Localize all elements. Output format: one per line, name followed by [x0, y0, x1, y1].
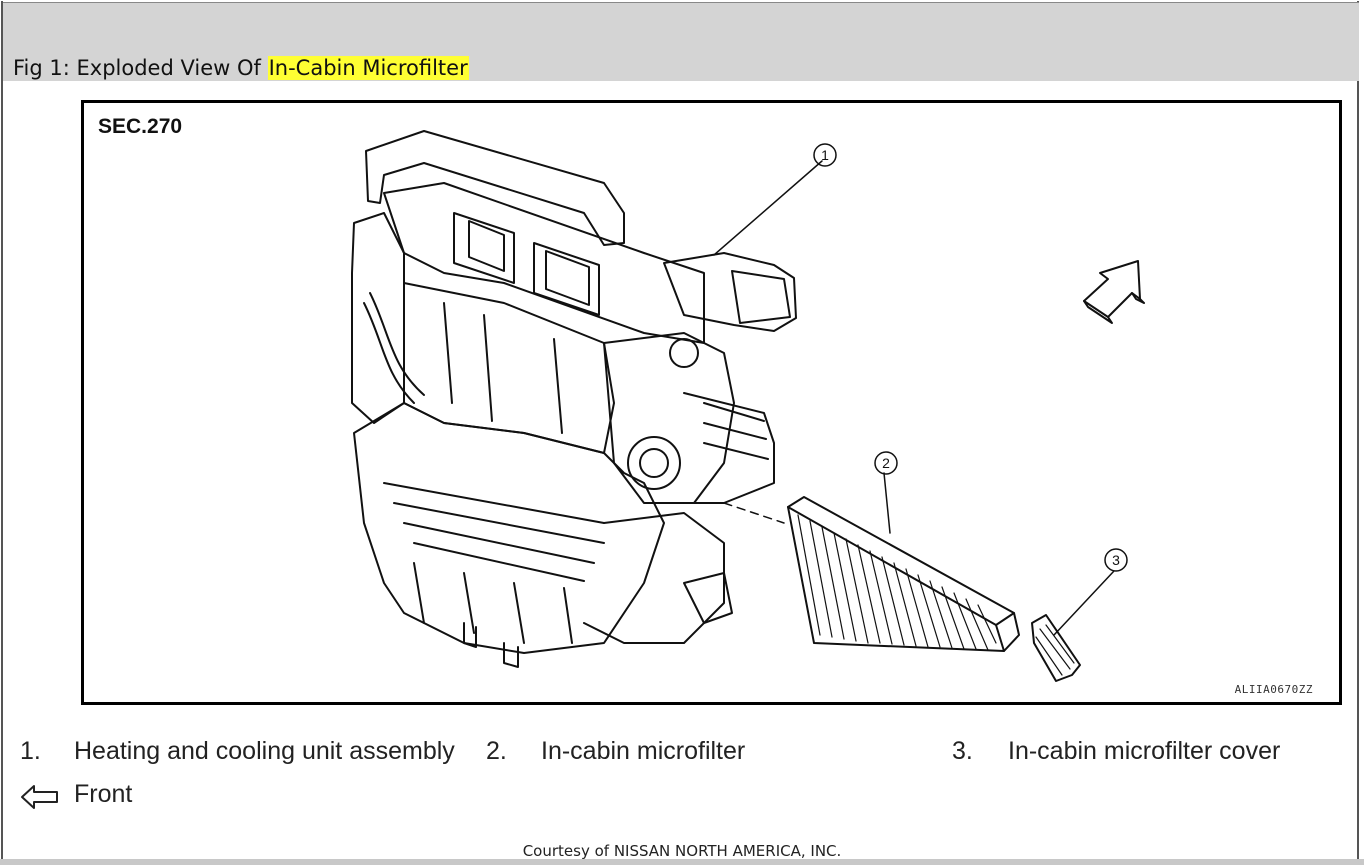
callout-1-number: 1 — [821, 147, 829, 163]
callout-3-circle — [1104, 548, 1128, 572]
microfilter-cover-illustration — [1031, 614, 1081, 682]
legend-label-2: In-cabin microfilter — [541, 737, 746, 765]
image-credit: Courtesy of NISSAN NORTH AMERICA, INC. — [522, 842, 842, 860]
heating-cooling-unit-illustration — [351, 130, 797, 668]
figure-title-highlight: In-Cabin Microfilter — [267, 56, 469, 80]
callout-1-leader — [713, 160, 823, 256]
front-direction-arrow-icon — [1083, 260, 1145, 324]
diagram-artwork: 1 2 3 — [351, 130, 1145, 682]
figure-header: Fig 1: Exploded View Of In-Cabin Microfi… — [3, 2, 1359, 81]
figure-title: Fig 1: Exploded View Of In-Cabin Microfi… — [13, 53, 469, 83]
bottom-rule — [0, 859, 1364, 865]
callout-1-circle — [813, 143, 837, 167]
callout-2-leader — [883, 472, 891, 534]
exploded-view-diagram: SEC.270 — [81, 100, 1342, 705]
legend-number-1: 1. — [20, 737, 41, 765]
legend-label-1: Heating and cooling unit assembly — [74, 737, 455, 765]
legend-number-2: 2. — [486, 737, 507, 765]
callout-3-number: 3 — [1112, 552, 1120, 568]
callout-2-number: 2 — [882, 455, 890, 471]
figure-title-prefix: Fig 1: Exploded View Of — [13, 56, 268, 80]
callout-2-circle — [874, 451, 898, 475]
front-arrow-icon — [21, 785, 58, 809]
callout-3-leader — [1053, 570, 1115, 636]
legend-label-3: In-cabin microfilter cover — [1008, 737, 1281, 765]
reference-code: ALIIA0670ZZ — [1234, 683, 1313, 696]
legend-number-3: 3. — [952, 737, 973, 765]
section-label: SEC.270 — [98, 115, 183, 138]
legend-front-label: Front — [74, 780, 133, 808]
microfilter-illustration — [787, 496, 1020, 652]
